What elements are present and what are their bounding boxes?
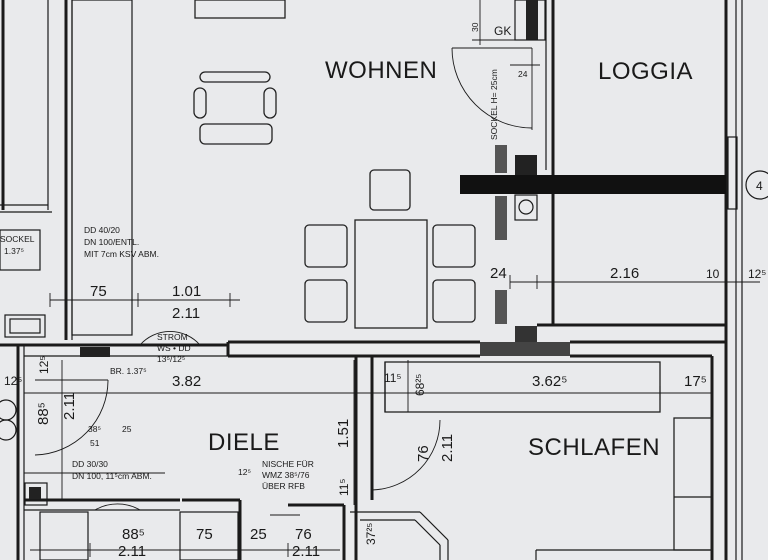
dim-text: 1.51 <box>335 419 352 448</box>
marker-label: 4 <box>756 179 763 193</box>
room-label-schlafen: SCHLAFEN <box>528 434 660 461</box>
doors <box>34 47 533 516</box>
dim-text: 3.82 <box>172 373 201 390</box>
dim-text: 12⁵ <box>748 267 766 281</box>
note-text: STROM <box>157 332 188 342</box>
dim-text: 1.01 <box>172 283 201 300</box>
dim-text: 3.62⁵ <box>532 373 567 390</box>
dim-text: 37²⁵ <box>364 523 378 545</box>
note-text: BR. 1.37⁵ <box>110 366 147 376</box>
dim-text: 38⁵ <box>88 424 101 434</box>
room-label-wohnen: WOHNEN <box>325 57 437 84</box>
note-text: MIT 7cm KSV ABM. <box>84 249 159 259</box>
dim-text: 30 <box>470 22 480 32</box>
dim-text: 2.11 <box>172 305 200 322</box>
note-text: DD 30/30 <box>72 459 108 469</box>
note-text: 13⁵/12⁵ <box>157 354 185 364</box>
dim-text: 75 <box>90 283 107 300</box>
dim-text: GK <box>494 24 511 38</box>
dim-text: 76 <box>415 445 432 462</box>
furniture <box>0 0 713 560</box>
dim-text: 88⁵ <box>122 526 145 543</box>
dim-text: 12⁵ <box>37 356 51 374</box>
dim-text: 10 <box>706 267 720 281</box>
dim-text: 25 <box>122 424 132 434</box>
dim-text: 76 <box>295 526 312 543</box>
dim-text: 24 <box>518 69 528 79</box>
column-pieces <box>495 0 546 342</box>
note-text: WS • DD <box>157 343 191 353</box>
dim-text: 2.11 <box>292 543 320 560</box>
dim-text: 2.11 <box>439 434 456 462</box>
section-marker <box>745 170 768 200</box>
dim-text: 2.11 <box>61 392 78 420</box>
dim-text: 75 <box>196 526 213 543</box>
dim-text: 11⁵ <box>337 479 351 496</box>
note-text: ÜBER RFB <box>262 481 305 491</box>
dim-text: 2.16 <box>610 265 639 282</box>
dim-text: 68²⁵ <box>413 374 427 396</box>
room-label-diele: DIELE <box>208 429 280 456</box>
dim-text: 12⁵ <box>4 374 22 388</box>
dim-text: 25 <box>250 526 267 543</box>
note-text: DD 40/20 <box>84 225 120 235</box>
note-text: WMZ 38⁵/76 <box>262 470 310 480</box>
dim-text: 24 <box>490 265 507 282</box>
dim-text: 2.11 <box>118 543 146 560</box>
note-text: NISCHE FÜR <box>262 459 314 469</box>
note-text: SOCKEL H= 25cm <box>489 69 499 140</box>
note-text: DN 100, 11⁵cm ABM. <box>72 471 152 481</box>
dim-text: 51 <box>90 438 100 448</box>
dim-text: 17⁵ <box>684 373 707 390</box>
note-text: 12⁵ <box>238 467 251 477</box>
room-label-loggia: LOGGIA <box>598 58 693 85</box>
dim-text: 11⁵ <box>384 371 401 385</box>
dimension-lines <box>24 0 760 557</box>
dim-text: 88⁵ <box>35 402 52 425</box>
note-text: 1.37⁵ <box>4 246 24 256</box>
note-text: SOCKEL <box>0 234 35 244</box>
note-text: DN 100/ENTL. <box>84 237 139 247</box>
